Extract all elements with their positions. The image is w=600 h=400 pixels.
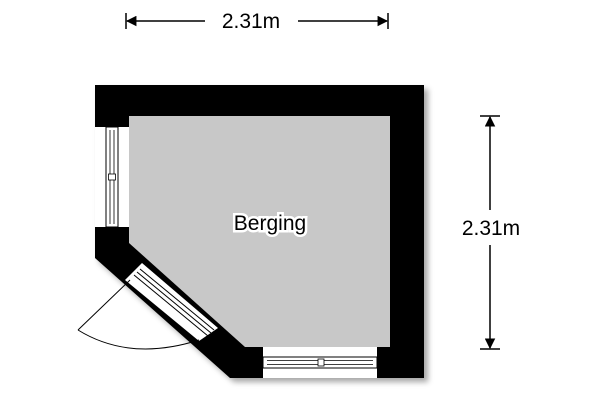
room-floor	[129, 116, 390, 347]
width-label: 2.31m	[222, 10, 280, 33]
window-left	[95, 126, 129, 228]
room-label: Berging	[234, 212, 306, 235]
door-swing-arc	[77, 329, 200, 350]
height-dimension: 2.31m	[462, 115, 520, 350]
door-leaf	[77, 279, 131, 331]
door	[77, 263, 218, 350]
height-label: 2.31m	[462, 217, 520, 240]
window-bottom	[262, 347, 378, 378]
width-dimension: 2.31m	[125, 10, 389, 33]
